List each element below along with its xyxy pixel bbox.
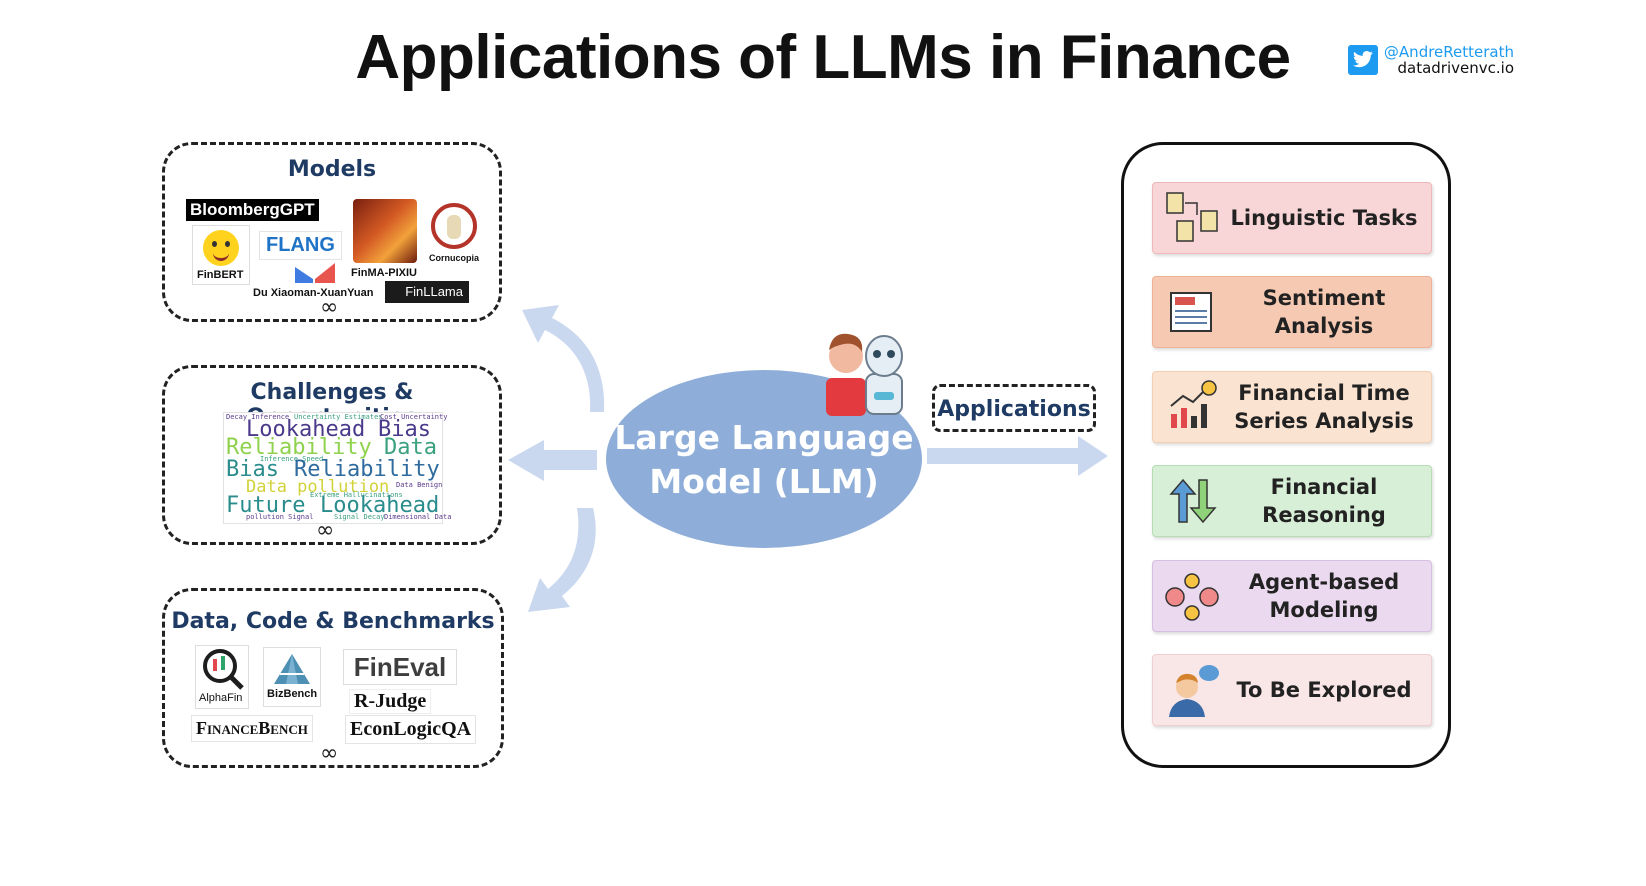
wc-word: Reliability	[226, 435, 372, 460]
bizbench-logo: BizBench	[263, 647, 321, 707]
wc-word: Lookahead	[320, 493, 440, 518]
wc-word: Uncertainty Estimates	[294, 413, 383, 421]
person-robot-icon	[826, 333, 903, 416]
xuanyuan-logo: Du Xiaoman-XuanYuan	[247, 259, 387, 301]
magnifier-chart-icon	[203, 649, 244, 690]
wc-word: Cost Uncertainty	[380, 413, 448, 421]
finllama-logo: FinLLama	[385, 281, 469, 303]
data-box: Data, Code & Benchmarks AlphaFin BizBenc…	[162, 588, 504, 768]
xuanyuan-mark-icon	[295, 263, 335, 283]
llama-emblem-icon	[431, 203, 477, 249]
wc-word: Bias	[378, 417, 431, 442]
wc-word: Inference Speed	[260, 455, 324, 463]
llm-label: Large Language Model (LLM)	[606, 416, 922, 504]
wc-word: Data pollution	[246, 477, 390, 497]
app-label: Linguistic Tasks	[1230, 206, 1418, 230]
app-financial-time-series: Financial Time Series Analysis	[1152, 371, 1432, 443]
financebench-logo: FinanceBench	[191, 715, 313, 742]
finma-logo: FinMA-PIXIU	[349, 197, 425, 281]
bloomberggpt-logo: BloombergGPT	[186, 199, 319, 221]
app-label: Financial Time Series Analysis	[1234, 381, 1414, 433]
agents-coins-icon	[1165, 573, 1219, 621]
alphafin-logo: AlphaFin	[195, 645, 249, 709]
wc-word: Data	[384, 435, 437, 460]
app-label: Sentiment Analysis	[1262, 286, 1386, 338]
wc-word: Lookahead	[246, 417, 366, 442]
credit-handle: @AndreRetterath	[1383, 43, 1514, 61]
newspaper-icon	[1170, 292, 1212, 332]
finbert-logo: FinBERT	[192, 225, 250, 285]
twitter-bird-icon	[1347, 45, 1378, 75]
arrow-to-models	[522, 305, 605, 412]
challenges-more-icon: ∞	[316, 518, 335, 543]
credit: @AndreRetterath datadrivenvc.io	[1347, 43, 1515, 77]
wc-word: Future	[226, 493, 306, 518]
dragon-image	[353, 199, 417, 263]
app-linguistic-tasks: Linguistic Tasks	[1152, 182, 1432, 254]
credit-site: datadrivenvc.io	[1397, 59, 1515, 77]
buy-sell-arrows-icon	[1169, 478, 1217, 524]
app-agent-based-modeling: Agent-based Modeling	[1152, 560, 1432, 632]
wc-word: Signal Decay	[334, 513, 385, 521]
data-title: Data, Code & Benchmarks	[171, 609, 495, 634]
app-label: Financial Reasoning	[1262, 475, 1386, 527]
finllama-label: FinLLama	[405, 284, 463, 299]
wc-word: pollution Signal	[246, 513, 314, 521]
app-sentiment-analysis: Sentiment Analysis	[1152, 276, 1432, 348]
pyramid-icon	[274, 654, 310, 684]
documents-exchange-icon	[1166, 192, 1218, 242]
wc-word: Bias	[226, 457, 279, 482]
applications-tag-label: Applications	[937, 397, 1091, 422]
cornucopia-label: Cornucopia	[429, 253, 480, 263]
rjudge-logo: R-Judge	[349, 689, 432, 714]
finbert-label: FinBERT	[197, 269, 244, 281]
bizbench-label: BizBench	[267, 688, 318, 700]
app-to-be-explored: To Be Explored	[1152, 654, 1432, 726]
models-more-icon: ∞	[320, 295, 339, 320]
wc-word: Data Benign	[396, 481, 443, 489]
wc-word: Extreme Hallucinations	[310, 491, 403, 499]
cornucopia-logo: Cornucopia	[427, 199, 489, 265]
arrow-to-challenges	[508, 440, 597, 481]
arrow-to-applications	[927, 436, 1108, 476]
app-label: To Be Explored	[1236, 678, 1412, 702]
fineval-logo: FinEval	[343, 649, 457, 685]
arrow-to-data	[528, 508, 596, 612]
applications-panel	[1121, 142, 1451, 768]
data-more-icon: ∞	[320, 741, 339, 766]
llm-label-line2: Model (LLM)	[649, 462, 879, 501]
alphafin-label: AlphaFin	[199, 692, 243, 704]
applications-tag: Applications	[932, 384, 1096, 432]
thinking-person-icon	[1169, 665, 1219, 717]
bar-chart-question-icon	[1170, 380, 1217, 428]
challenges-box: Challenges & Opportunities Decay Inferen…	[162, 365, 502, 545]
models-box: Models BloombergGPT FinBERT FLANG FinMA-…	[162, 142, 502, 322]
econlogicqa-logo: EconLogicQA	[345, 715, 477, 744]
xuanyuan-label: Du Xiaoman-XuanYuan	[253, 287, 374, 299]
app-financial-reasoning: Financial Reasoning	[1152, 465, 1432, 537]
word-cloud: Decay Inference Uncertainty Estimates Co…	[223, 412, 451, 524]
finma-label: FinMA-PIXIU	[351, 267, 417, 279]
app-label: Agent-based Modeling	[1248, 570, 1400, 622]
wc-word: Dimensional Data	[384, 513, 452, 521]
page-title: Applications of LLMs in Finance	[355, 23, 1291, 92]
llm-label-line1: Large Language	[614, 418, 914, 457]
wc-word: Reliability	[294, 457, 440, 482]
wc-word: Decay Inference	[226, 413, 290, 421]
hugging-face-icon	[203, 230, 239, 266]
models-title: Models	[287, 157, 377, 182]
flang-logo: FLANG	[259, 231, 342, 260]
